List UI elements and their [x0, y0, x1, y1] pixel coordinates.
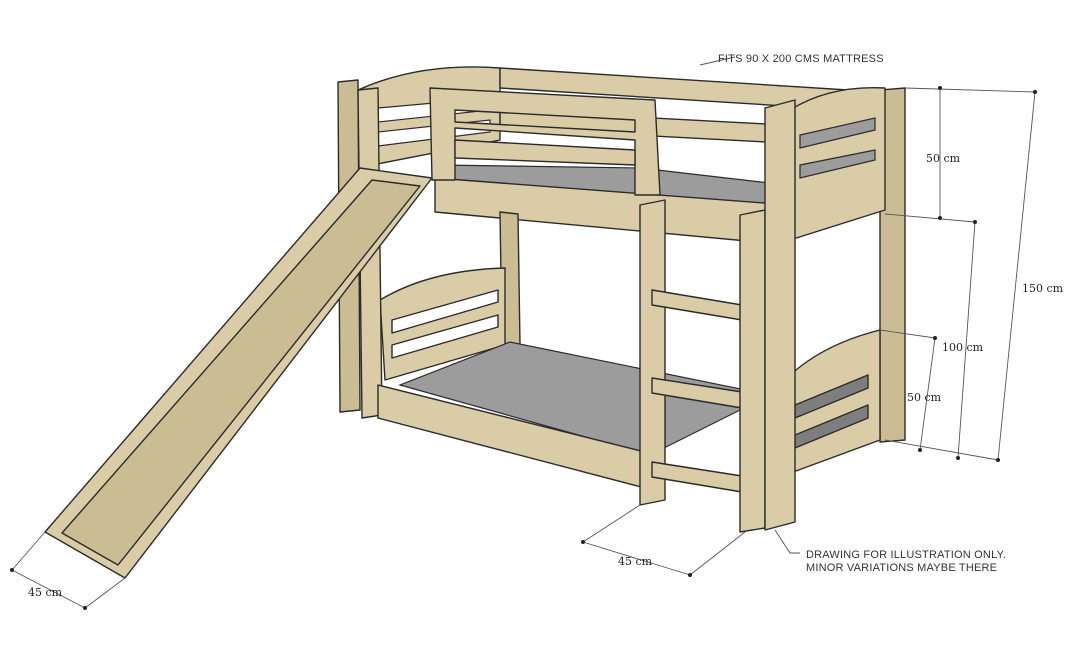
lower-rail-height-label: 50 cm: [907, 391, 942, 404]
lower-left-slat2: [391, 314, 499, 359]
front-right-post: [764, 99, 796, 531]
upper-guard-rail: [429, 87, 661, 196]
slide-width-label: 45 cm: [28, 586, 63, 599]
ladder-left-rail: [639, 199, 666, 506]
lower-left-slat: [391, 289, 499, 334]
back-right-post: [879, 87, 906, 443]
total-height-label: 150 cm: [1022, 282, 1064, 295]
upper-rail-height-label: 50 cm: [926, 152, 961, 165]
disclaimer-note: DRAWING FOR ILLUSTRATION ONLY. MINOR VAR…: [806, 549, 1006, 575]
dimension-lines: [10, 56, 1037, 610]
ladder-right-rail: [739, 209, 766, 533]
right-headboard-gap: [799, 117, 876, 149]
ladder-width-label: 45 cm: [618, 555, 653, 568]
guard-rail-slat: [454, 139, 636, 166]
disclaimer-line-1: DRAWING FOR ILLUSTRATION ONLY.: [806, 549, 1006, 561]
lower-to-upper-height-label: 100 cm: [942, 341, 984, 354]
mattress-note: FITS 90 X 200 CMS MATTRESS: [718, 53, 884, 65]
right-headboard-gap2: [799, 149, 876, 179]
disclaimer-line-2: MINOR VARIATIONS MAYBE THERE: [806, 562, 998, 574]
slide-channel: [61, 179, 421, 566]
